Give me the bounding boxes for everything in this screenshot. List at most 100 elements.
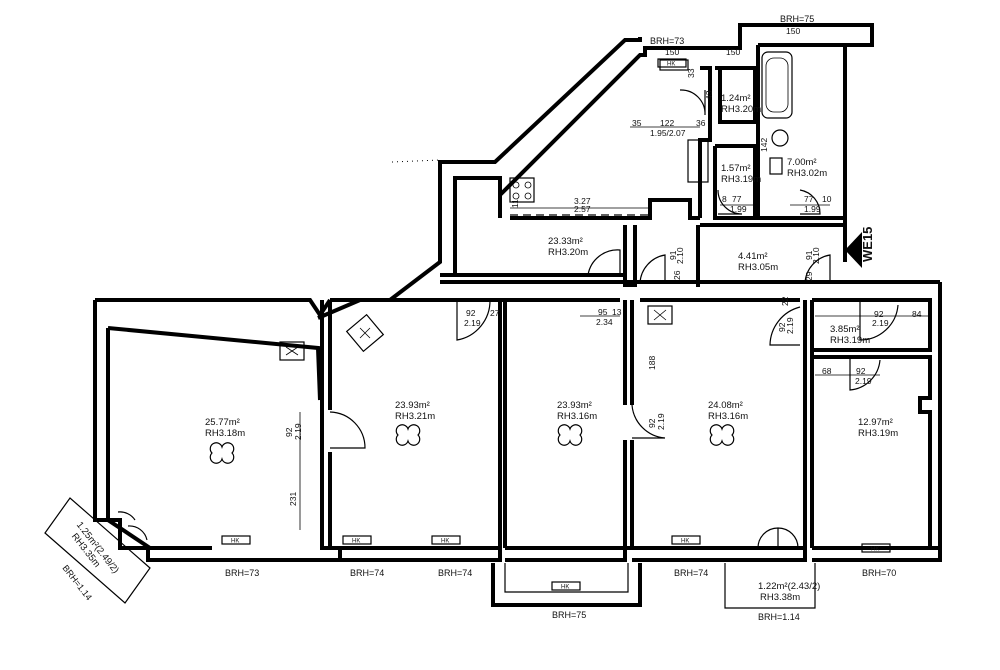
- dim-label: 231: [288, 492, 298, 506]
- heater-icon: [861, 543, 891, 553]
- entry-rh: RH3.05m: [738, 262, 778, 273]
- dim-label: 11: [510, 199, 520, 208]
- dim-label: 91: [804, 250, 814, 260]
- heater-label: HK: [441, 539, 449, 545]
- bath-area: 7.00m²: [787, 157, 817, 168]
- brh-bottom-2b: BRH=74: [438, 568, 472, 578]
- heater-icon: [551, 581, 581, 591]
- room-3-rh: RH3.16m: [557, 411, 597, 422]
- balcony-bottom-rh: RH3.38m: [760, 592, 800, 603]
- bath-fixtures: [509, 51, 793, 203]
- dim-label: 91: [668, 250, 678, 260]
- heater-label: HK: [231, 539, 239, 545]
- brh-bottom-2a: BRH=74: [350, 568, 384, 578]
- dim-label: 22: [780, 296, 790, 306]
- dim-label: 26: [672, 270, 682, 280]
- dim-label: 92: [284, 427, 294, 437]
- room-2-rh: RH3.21m: [395, 411, 435, 422]
- entrance-arrow-icon: [845, 232, 862, 268]
- dim-label: 142: [759, 138, 769, 152]
- left-balcony: [44, 497, 151, 604]
- kitchen-sink-icon: [687, 139, 709, 183]
- dim-label: 2.34: [596, 317, 613, 327]
- left-inner-wall: [106, 328, 212, 550]
- door-swings: [117, 89, 899, 549]
- dim-label: 43: [704, 90, 714, 100]
- room-4-rh: RH3.16m: [708, 411, 748, 422]
- sink-icon: [769, 157, 783, 175]
- lamp-icon: [395, 424, 421, 446]
- dim-label: 92: [856, 366, 866, 376]
- heater-icon: [342, 535, 372, 545]
- brh-left-balcony: BRH=1.14: [60, 563, 94, 602]
- balcony-bottom-area: 1.22m²(2.43/2): [758, 581, 820, 592]
- dim-label: 77: [804, 194, 814, 204]
- brh-bottom-left: BRH=73: [225, 568, 259, 578]
- small-mid-rh: RH3.19m: [721, 174, 761, 185]
- brh-top-kitchen: BRH=73: [650, 36, 684, 46]
- hall-area: 23.33m²: [548, 236, 583, 247]
- heater-label: HK: [352, 539, 360, 545]
- dim-label: 2.19: [464, 318, 481, 328]
- toilet-icon: [771, 129, 789, 147]
- dim-label: 27: [490, 308, 500, 318]
- ceiling-lamps: [209, 424, 735, 464]
- entry-area: 4.41m²: [738, 251, 768, 262]
- vent-icon: [279, 341, 305, 361]
- dim-label: 84: [912, 309, 922, 319]
- dim-label: 2.57: [574, 204, 591, 214]
- dim-label: 150: [726, 47, 740, 57]
- room-right-area: 12.97m²: [858, 417, 893, 428]
- dim-label: 2.19: [872, 318, 889, 328]
- vent-icon: [345, 313, 385, 353]
- wc-right-area: 3.85m²: [830, 324, 860, 335]
- hall-left-wall: [453, 176, 502, 275]
- dim-label: 1.99: [804, 204, 821, 214]
- room-labels: 25.77m² RH3.18m 23.93m² RH3.21m 23.93m² …: [69, 93, 898, 603]
- dim-label: 92: [647, 418, 657, 428]
- small-top-area: 1.24m²: [721, 93, 751, 104]
- kitchen-bottom: [510, 198, 700, 220]
- dim-label: 36: [696, 118, 706, 128]
- vent-boxes: [279, 305, 673, 361]
- brh-top-bath: BRH=75: [780, 14, 814, 24]
- brh-bottom-3: BRH=75: [552, 610, 586, 620]
- stove-icon: [509, 177, 535, 203]
- room-4-area: 24.08m²: [708, 400, 743, 411]
- dim-label: 13: [612, 307, 622, 317]
- heater-label: HK: [667, 62, 675, 68]
- heater-icon: [671, 535, 701, 545]
- left-top-wall: [95, 298, 332, 319]
- brh-bottom-balcony: BRH=1.14: [758, 612, 800, 622]
- diagonal-wall: [330, 37, 642, 302]
- small-mid-area: 1.57m²: [721, 163, 751, 174]
- brh-bottom-4: BRH=74: [674, 568, 708, 578]
- dim-label: 2.10: [811, 247, 821, 264]
- heater-icon: [431, 535, 461, 545]
- dim-label: 1.95/2.07: [650, 128, 686, 138]
- hall-rh: RH3.20m: [548, 247, 588, 258]
- room-2-area: 23.93m²: [395, 400, 430, 411]
- dim-label: 68: [822, 366, 832, 376]
- dim-label: 2.19: [855, 376, 872, 386]
- dim-label: 188: [647, 356, 657, 370]
- dim-label: 8: [722, 194, 727, 204]
- kitchen-right: [698, 66, 712, 218]
- room-left-top: [107, 326, 322, 401]
- heater-label: HK: [561, 585, 569, 591]
- bath-rh: RH3.02m: [787, 168, 827, 179]
- dim-label: 2.10: [675, 247, 685, 264]
- dim-label: 150: [665, 47, 679, 57]
- lamp-icon: [709, 424, 735, 446]
- dim-label: 92: [874, 309, 884, 319]
- room-left-rh: RH3.18m: [205, 428, 245, 439]
- dim-label: 33: [686, 68, 696, 78]
- dim-label: 2.19: [293, 423, 303, 440]
- small-top-room: [715, 66, 757, 124]
- wc-right-rh: RH3.19m: [830, 335, 870, 346]
- dim-label: 77: [732, 194, 742, 204]
- heater-label: HK: [681, 539, 689, 545]
- dim-label: 92: [777, 322, 787, 332]
- heater-icon: [221, 535, 251, 545]
